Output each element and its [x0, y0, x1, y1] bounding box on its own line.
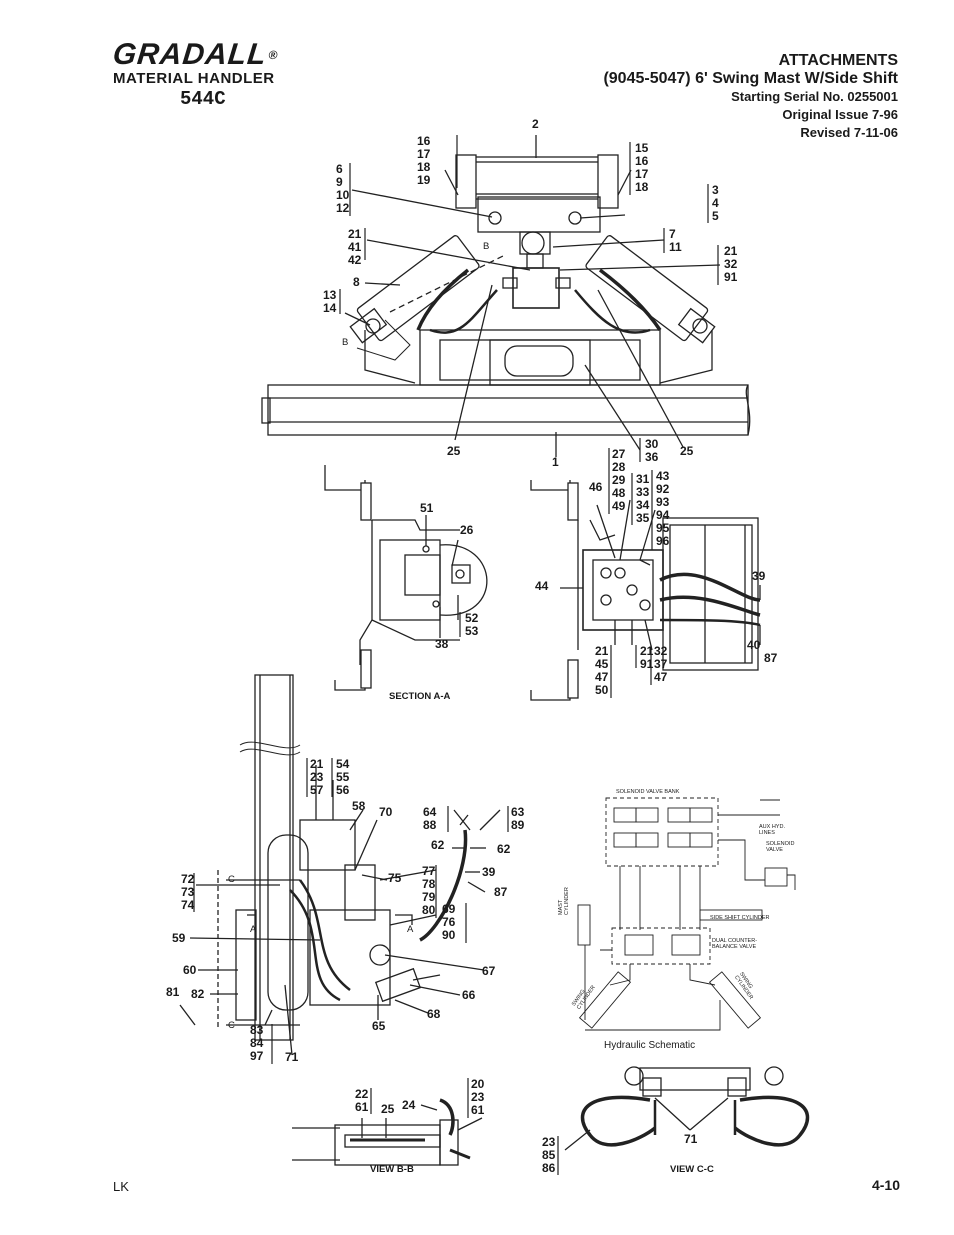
callout-67: 67 — [482, 964, 496, 978]
callout-51: 51 — [420, 501, 434, 515]
callout-81: 81 — [166, 985, 180, 999]
serial-number: Starting Serial No. 0255001 — [731, 89, 898, 104]
callout-87-side: 87 — [494, 885, 508, 899]
callout-21-57: 21 23 57 — [310, 757, 324, 797]
callout-31-35: 31 33 34 35 — [636, 472, 650, 525]
page-header: ATTACHMENTS (9045-5047) 6' Swing Mast W/… — [603, 52, 898, 142]
callout-87-top: 87 — [764, 651, 778, 665]
callout-b-lower: B — [342, 337, 349, 348]
callout-62-left: 62 — [431, 838, 445, 852]
callout-62-right: 62 — [497, 842, 511, 856]
page-title: ATTACHMENTS — [778, 52, 898, 69]
callout-25-right: 25 — [680, 444, 694, 458]
footer-initials: LK — [113, 1179, 129, 1194]
callout-24: 24 — [402, 1098, 416, 1112]
callout-38: 38 — [435, 637, 449, 651]
section-aa-view — [324, 465, 488, 691]
callout-68: 68 — [427, 1007, 441, 1021]
label-mast-cylinder: MAST CYLINDER — [558, 887, 570, 915]
callout-21-91-b: 21 91 — [640, 644, 654, 671]
callout-26: 26 — [460, 523, 474, 537]
callout-59: 59 — [172, 931, 186, 945]
callout-2: 2 — [532, 117, 539, 131]
callout-40: 40 — [747, 638, 761, 652]
callout-65: 65 — [372, 1019, 386, 1033]
callout-bars — [193, 135, 719, 1175]
gradall-logo: GRADALL® MATERIAL HANDLER 544C — [111, 38, 313, 110]
callout-75: 75 — [388, 871, 402, 885]
caption-hydraulic: Hydraulic Schematic — [604, 1040, 696, 1051]
callout-15-18: 15 16 17 18 — [635, 141, 649, 194]
callout-7-11: 7 11 — [669, 227, 682, 254]
callout-27-49: 27 28 29 48 49 — [612, 447, 626, 513]
callout-72-74: 72 73 74 — [181, 872, 195, 912]
callout-66: 66 — [462, 988, 476, 1002]
callout-63-89: 63 89 — [511, 805, 525, 832]
page-number: 4-10 — [871, 1177, 900, 1193]
callout-21-50: 21 45 47 50 — [595, 644, 609, 697]
label-solenoid-bank: SOLENOID VALVE BANK — [616, 789, 680, 795]
callout-83-97: 83 84 97 — [250, 1023, 264, 1063]
hydraulic-schematic — [577, 797, 796, 1031]
callout-30-36: 30 36 — [645, 437, 659, 464]
callout-44: 44 — [535, 579, 549, 593]
callout-58: 58 — [352, 799, 366, 813]
callout-20-61: 20 23 61 — [471, 1077, 485, 1117]
callout-16-19: 16 17 18 19 — [417, 134, 431, 187]
caption-view-bb: VIEW B-B — [370, 1164, 414, 1175]
view-cc — [564, 1066, 810, 1151]
callout-70: 70 — [379, 805, 393, 819]
callout-60: 60 — [183, 963, 197, 977]
swing-carriage-view — [530, 480, 761, 701]
callout-a-right: A — [407, 924, 414, 935]
top-assembly-view — [261, 135, 751, 457]
callout-a-left: A — [250, 924, 257, 935]
callout-21-42: 21 41 42 — [348, 227, 362, 267]
caption-section-aa: SECTION A-A — [389, 691, 451, 702]
callout-71-side: 71 — [285, 1050, 299, 1064]
callout-21-91: 21 32 91 — [724, 244, 738, 284]
revision-date: Revised 7-11-06 — [800, 125, 898, 140]
brand-product: MATERIAL HANDLER — [113, 70, 275, 87]
label-side-shift: SIDE SHIFT CYLINDER — [710, 915, 770, 921]
callout-22-61: 22 61 — [355, 1087, 369, 1114]
brand-model: 544C — [180, 88, 226, 110]
callout-3-5: 3 4 5 — [712, 183, 719, 223]
callout-64-88: 64 88 — [423, 805, 437, 832]
label-counterbalance: DUAL COUNTER- BALANCE VALVE — [712, 938, 758, 950]
label-aux-lines: AUX HYD. LINES — [759, 824, 785, 836]
callout-23-86: 23 85 86 — [542, 1135, 556, 1175]
callout-32-47: 32 37 47 — [654, 644, 668, 684]
callout-71-cc: 71 — [684, 1132, 698, 1146]
callout-69-90: 69 76 90 — [442, 902, 456, 942]
view-bb — [292, 1098, 483, 1166]
callout-46: 46 — [589, 480, 603, 494]
callout-77-80: 77 78 79 80 — [422, 864, 436, 917]
callout-39-top: 39 — [752, 569, 766, 583]
callout-25-bb: 25 — [381, 1102, 395, 1116]
callout-1: 1 — [552, 455, 559, 469]
callout-c-lower: C — [228, 1020, 235, 1031]
callout-52-53: 52 53 — [465, 611, 479, 638]
callout-39-side: 39 — [482, 865, 496, 879]
callout-8: 8 — [353, 275, 360, 289]
callout-43-96: 43 92 93 94 95 96 — [656, 469, 670, 548]
callout-c-upper: C — [228, 874, 235, 885]
callout-6-12: 6 9 10 12 — [336, 162, 350, 215]
callout-13-14: 13 14 — [323, 288, 337, 315]
callout-b-upper: B — [483, 241, 490, 252]
caption-view-cc: VIEW C-C — [670, 1164, 714, 1175]
callout-82: 82 — [191, 987, 205, 1001]
label-solenoid-valve: SOLENOID VALVE — [766, 841, 795, 853]
callout-25-left: 25 — [447, 444, 461, 458]
original-issue: Original Issue 7-96 — [782, 107, 898, 122]
callout-54-56: 54 55 56 — [336, 757, 350, 797]
page-subtitle: (9045-5047) 6' Swing Mast W/Side Shift — [603, 70, 898, 87]
side-view — [179, 674, 501, 1056]
